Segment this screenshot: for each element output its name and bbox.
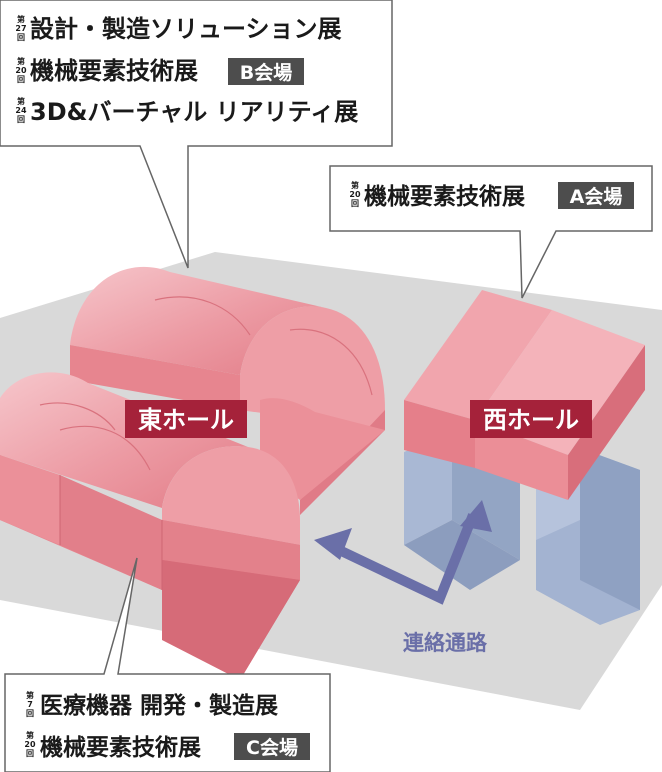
east-hall-label-bg: [125, 400, 247, 438]
ordinal-number: 20: [24, 740, 36, 749]
ordinal-suffix: 回: [26, 709, 34, 718]
callout-east-hall: 第 27 回 設計・製造ソリューション展 第 20 回 機械要素技術展 B会場 …: [0, 0, 393, 269]
ordinal-suffix: 回: [26, 749, 34, 758]
callout-south-line-2: 第 20 回 機械要素技術展 C会場: [24, 730, 310, 761]
ordinal-prefix: 第: [26, 690, 34, 700]
corridor-arrow: [314, 500, 492, 605]
venue-badge-label: B会場: [240, 61, 292, 84]
callout-east-line-2: 第 20 回 機械要素技術展 B会場: [15, 56, 304, 85]
venue-badge-label: A会場: [570, 185, 623, 208]
west-hall-label-bg: [470, 400, 592, 438]
exhibition-title: 設計・製造ソリューション展: [30, 15, 342, 43]
ordinal-prefix: 第: [17, 96, 25, 106]
ordinal-prefix: 第: [17, 56, 25, 66]
ordinal-number: 20: [15, 66, 27, 75]
exhibition-title: 3D&バーチャル リアリティ展: [30, 98, 358, 126]
exhibition-title: 医療機器 開発・製造展: [40, 692, 278, 719]
ordinal-number: 27: [15, 24, 26, 33]
ordinal-number: 20: [349, 190, 361, 199]
callout-west-hall: 第 20 回 機械要素技術展 A会場: [329, 165, 653, 299]
west-hall-label: 西ホール: [483, 406, 579, 434]
callout-east-line-1: 第 27 回 設計・製造ソリューション展: [15, 14, 341, 43]
exhibition-title: 機械要素技術展: [364, 183, 525, 210]
callout-east-line-3: 第 24 回 3D&バーチャル リアリティ展: [15, 96, 358, 126]
ordinal-prefix: 第: [26, 730, 34, 740]
ordinal-prefix: 第: [17, 14, 25, 24]
callout-east-hall-south: 第 7 回 医療機器 開発・製造展 第 20 回 機械要素技術展 C会場: [4, 557, 331, 772]
exhibition-title: 機械要素技術展: [40, 734, 201, 761]
callout-west-line-1: 第 20 回 機械要素技術展 A会場: [349, 180, 634, 210]
ordinal-suffix: 回: [17, 115, 25, 124]
venue-badge: [228, 58, 304, 85]
callout-south-line-1: 第 7 回 医療機器 開発・製造展: [26, 690, 278, 719]
venue-badge-label: C会場: [246, 736, 298, 759]
east-hall-building: [0, 266, 385, 680]
exhibition-title: 機械要素技術展: [30, 57, 198, 85]
ordinal-prefix: 第: [351, 180, 359, 190]
ordinal-suffix: 回: [17, 33, 25, 42]
corridor-label: 連絡通路: [403, 631, 488, 655]
venue-badge: [558, 182, 634, 209]
ordinal-number: 7: [27, 700, 33, 709]
ordinal-suffix: 回: [17, 75, 25, 84]
ordinal-suffix: 回: [351, 199, 359, 208]
ordinal-number: 24: [15, 106, 27, 115]
venue-badge: [234, 733, 310, 760]
east-hall-label: 東ホール: [138, 406, 234, 434]
